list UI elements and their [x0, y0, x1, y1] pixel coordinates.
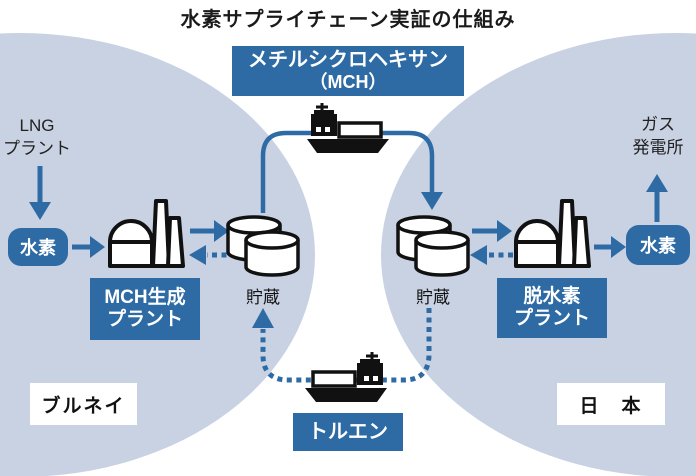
region-label-brunei-text: ブルネイ — [41, 395, 126, 417]
hydrogen-pill-right-label: 水素 — [640, 236, 676, 256]
storage-tanks-left-icon — [226, 215, 300, 277]
toluene-carrier-box: トルエン — [293, 413, 403, 451]
hydrogen-pill-left-label: 水素 — [20, 238, 56, 258]
mch-carrier-label-line2: （MCH） — [309, 72, 387, 93]
hydrogen-pill-left: 水素 — [8, 228, 68, 266]
cargo-ship-outbound-icon — [307, 103, 389, 153]
storage-label-left: 貯蔵 — [246, 288, 280, 307]
mch-plant-factory-icon — [108, 199, 185, 268]
storage-label-right: 貯蔵 — [416, 288, 450, 307]
dehydro-plant-factory-icon — [514, 199, 591, 268]
diagram-title: 水素サプライチェーン実証の仕組み — [180, 9, 516, 31]
cargo-ship-return-icon — [305, 352, 387, 402]
mch-plant-label-line2: プラント — [106, 309, 183, 330]
dehydro-plant-box: 脱水素 プラント — [497, 278, 607, 338]
toluene-carrier-label: トルエン — [308, 420, 388, 443]
storage-tanks-right-icon — [396, 215, 470, 277]
gas-power-plant-label-line1: ガス — [641, 115, 675, 134]
gas-power-plant-label: ガス 発電所 — [617, 113, 696, 159]
mch-carrier-box: メチルシクロヘキサン （MCH） — [232, 46, 464, 96]
gas-power-plant-label-line2: 発電所 — [632, 138, 684, 157]
lng-plant-label-line2: プラント — [3, 139, 71, 158]
mch-carrier-label-line1: メチルシクロヘキサン — [248, 49, 448, 72]
dehydro-plant-label-line2: プラント — [513, 308, 590, 329]
mch-plant-box: MCH生成 プラント — [90, 278, 200, 340]
region-label-japan: 日 本 — [557, 383, 665, 425]
region-label-japan-text: 日 本 — [579, 395, 643, 417]
mch-plant-label-line1: MCH生成 — [104, 287, 186, 309]
lng-plant-label: LNG プラント — [0, 114, 77, 160]
hydrogen-pill-right: 水素 — [626, 225, 690, 265]
region-label-brunei: ブルネイ — [30, 383, 137, 425]
dehydro-plant-label-line1: 脱水素 — [523, 286, 581, 308]
lng-plant-label-line1: LNG — [19, 116, 55, 135]
